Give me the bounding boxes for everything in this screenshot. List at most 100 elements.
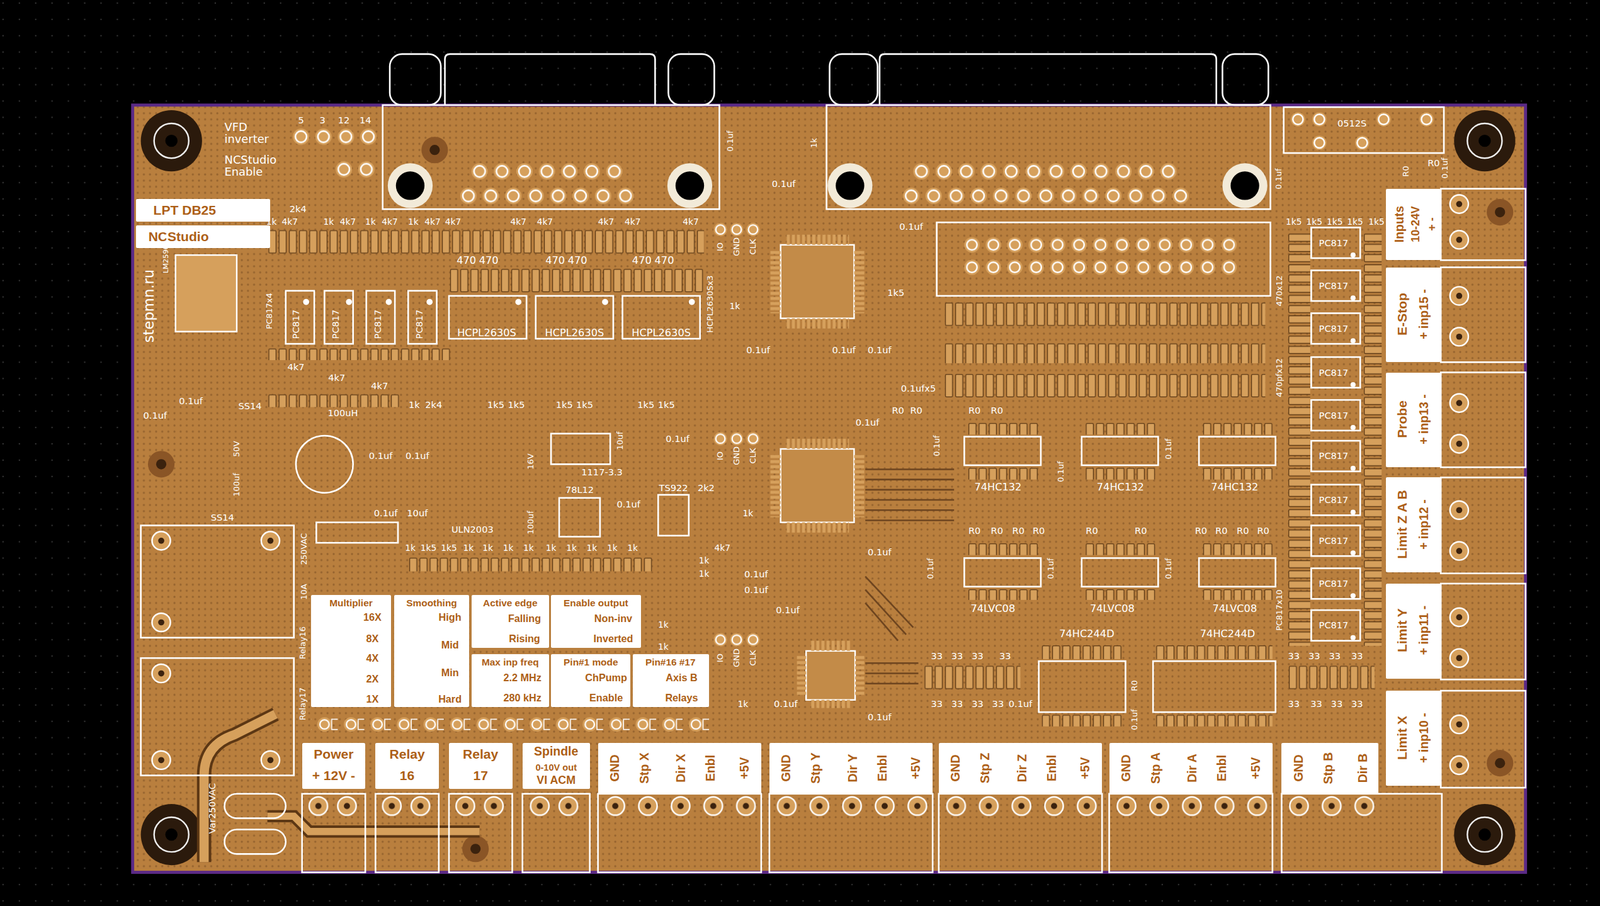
pin1-dot — [688, 299, 696, 306]
silkscreen-text: + - — [1426, 217, 1439, 232]
pin-header — [712, 219, 762, 240]
ac-terminal — [224, 829, 286, 854]
capacitor-value: 0.1uf — [1274, 168, 1284, 189]
ic-outline — [622, 295, 701, 339]
resistor-value: R0 — [1256, 525, 1269, 536]
pin-header — [332, 159, 378, 180]
capacitor-value: 0.1uf — [616, 499, 641, 509]
resistor-value: 1k5 — [487, 400, 505, 410]
qfp-chip — [853, 453, 864, 517]
silkscreen-text: GND — [780, 754, 793, 783]
trace — [865, 489, 954, 492]
ic-outline — [1310, 440, 1361, 472]
resistor-value: 1k — [658, 642, 669, 652]
pin1-dot — [1350, 465, 1356, 471]
resistor-array — [1154, 644, 1272, 660]
qfp-chip — [770, 453, 781, 517]
part-name: PC817 — [414, 309, 424, 340]
pin-name: GND — [732, 237, 742, 257]
part-name: 470x12 — [1275, 275, 1284, 307]
silkscreen-text: 2.2 MHz — [503, 672, 542, 683]
silkscreen-text: 17 — [472, 768, 488, 783]
capacitor-value: 0.1uf — [746, 345, 771, 355]
ic-outline — [324, 290, 353, 344]
silkscreen-text: Relays — [664, 692, 698, 703]
resistor-value: 470 — [545, 255, 565, 266]
resistor-array — [1287, 665, 1375, 691]
capacitor-value: 10uf — [616, 431, 626, 450]
pin1-dot — [1350, 425, 1356, 431]
terminal-pad — [1450, 327, 1469, 346]
trace — [865, 478, 954, 481]
via — [147, 136, 1514, 863]
resistor-array — [1154, 714, 1272, 727]
silkscreen-text: Active edge — [482, 598, 538, 608]
trace — [865, 469, 954, 684]
terminal-pad — [450, 795, 509, 817]
connector-hole — [667, 163, 713, 208]
part-name: Relay17 — [299, 687, 308, 721]
resistor-value: 4k7 — [510, 216, 527, 226]
resistor-value: 470 — [567, 255, 588, 266]
terminal-pad — [770, 795, 934, 817]
terminal-label-box: Relay17 — [448, 743, 513, 789]
silkscreen-text: Mid — [441, 639, 460, 650]
resistor-array — [967, 542, 1039, 555]
terminal-pad — [598, 795, 762, 817]
resistor-value: 1k5 — [1285, 216, 1303, 226]
qfp-chip — [770, 234, 865, 709]
resistor-value: R0 — [1032, 525, 1045, 536]
terminal-label-box: GNDStp XDir XEnbl+5V — [598, 743, 762, 795]
idc-header — [961, 234, 1240, 256]
terminal-label-box: GNDStp BDir B — [1281, 743, 1379, 795]
ic-outline — [1310, 227, 1361, 259]
idc-header — [961, 234, 1240, 256]
terminal-block — [1440, 188, 1526, 261]
mounting-hole — [141, 110, 1516, 866]
part-name: SS14 — [238, 401, 262, 411]
resistor-array — [408, 557, 653, 572]
silkscreen-text: Axis B — [665, 672, 698, 683]
idc-header — [961, 256, 1240, 278]
resistor-array — [943, 373, 1266, 398]
silkscreen-text: Pin#1 mode — [563, 657, 618, 667]
idc-header — [961, 256, 1240, 278]
resistor-value: R0 — [1195, 525, 1208, 536]
resistor-value: 33 — [1331, 699, 1344, 710]
resistor-value: 1k — [743, 508, 754, 518]
terminal-label-box: Active edgeFallingRising — [471, 595, 550, 648]
resistor-array — [1202, 422, 1274, 435]
terminal-pad — [940, 795, 1104, 817]
resistor-value: 4k7 — [537, 216, 554, 226]
pin-name: CLK — [748, 239, 758, 256]
terminal-pad — [1450, 608, 1469, 627]
terminal-pad — [525, 795, 584, 817]
silkscreen-text: Multiplier — [329, 598, 373, 608]
resistor-value: 33 — [930, 651, 943, 661]
resistor-value: 2k2 — [697, 482, 715, 493]
part-name: 50V — [232, 440, 242, 457]
part-name: PC817 — [1319, 620, 1349, 631]
resistor-value: 470 — [632, 255, 652, 266]
ic-outline — [964, 436, 1041, 466]
part-name: 470pfx12 — [1275, 358, 1284, 398]
resistor-array — [943, 302, 1266, 327]
capacitor-value: 100uf — [526, 510, 536, 535]
resistor-array — [967, 588, 1039, 601]
ic-outline — [550, 433, 611, 465]
ic-outline — [1310, 525, 1361, 557]
resistor-value: 1k — [503, 543, 514, 553]
part-name: 1117-3.3 — [581, 467, 623, 478]
capacitor-value: 0.1uf — [368, 451, 393, 461]
pin1-dot — [1350, 509, 1356, 515]
db-connector — [829, 54, 878, 106]
resistor-value: 1k — [545, 543, 557, 553]
silkscreen-text: NCStudio — [148, 229, 210, 244]
relay-pad — [261, 751, 280, 770]
silkscreen-text: + inp15 - — [1418, 289, 1431, 339]
via — [1486, 198, 1514, 226]
silkscreen-text: GND — [1120, 754, 1133, 783]
silkscreen-text: Dir Y — [846, 754, 859, 783]
part-name: 74HC244D — [1200, 628, 1255, 640]
